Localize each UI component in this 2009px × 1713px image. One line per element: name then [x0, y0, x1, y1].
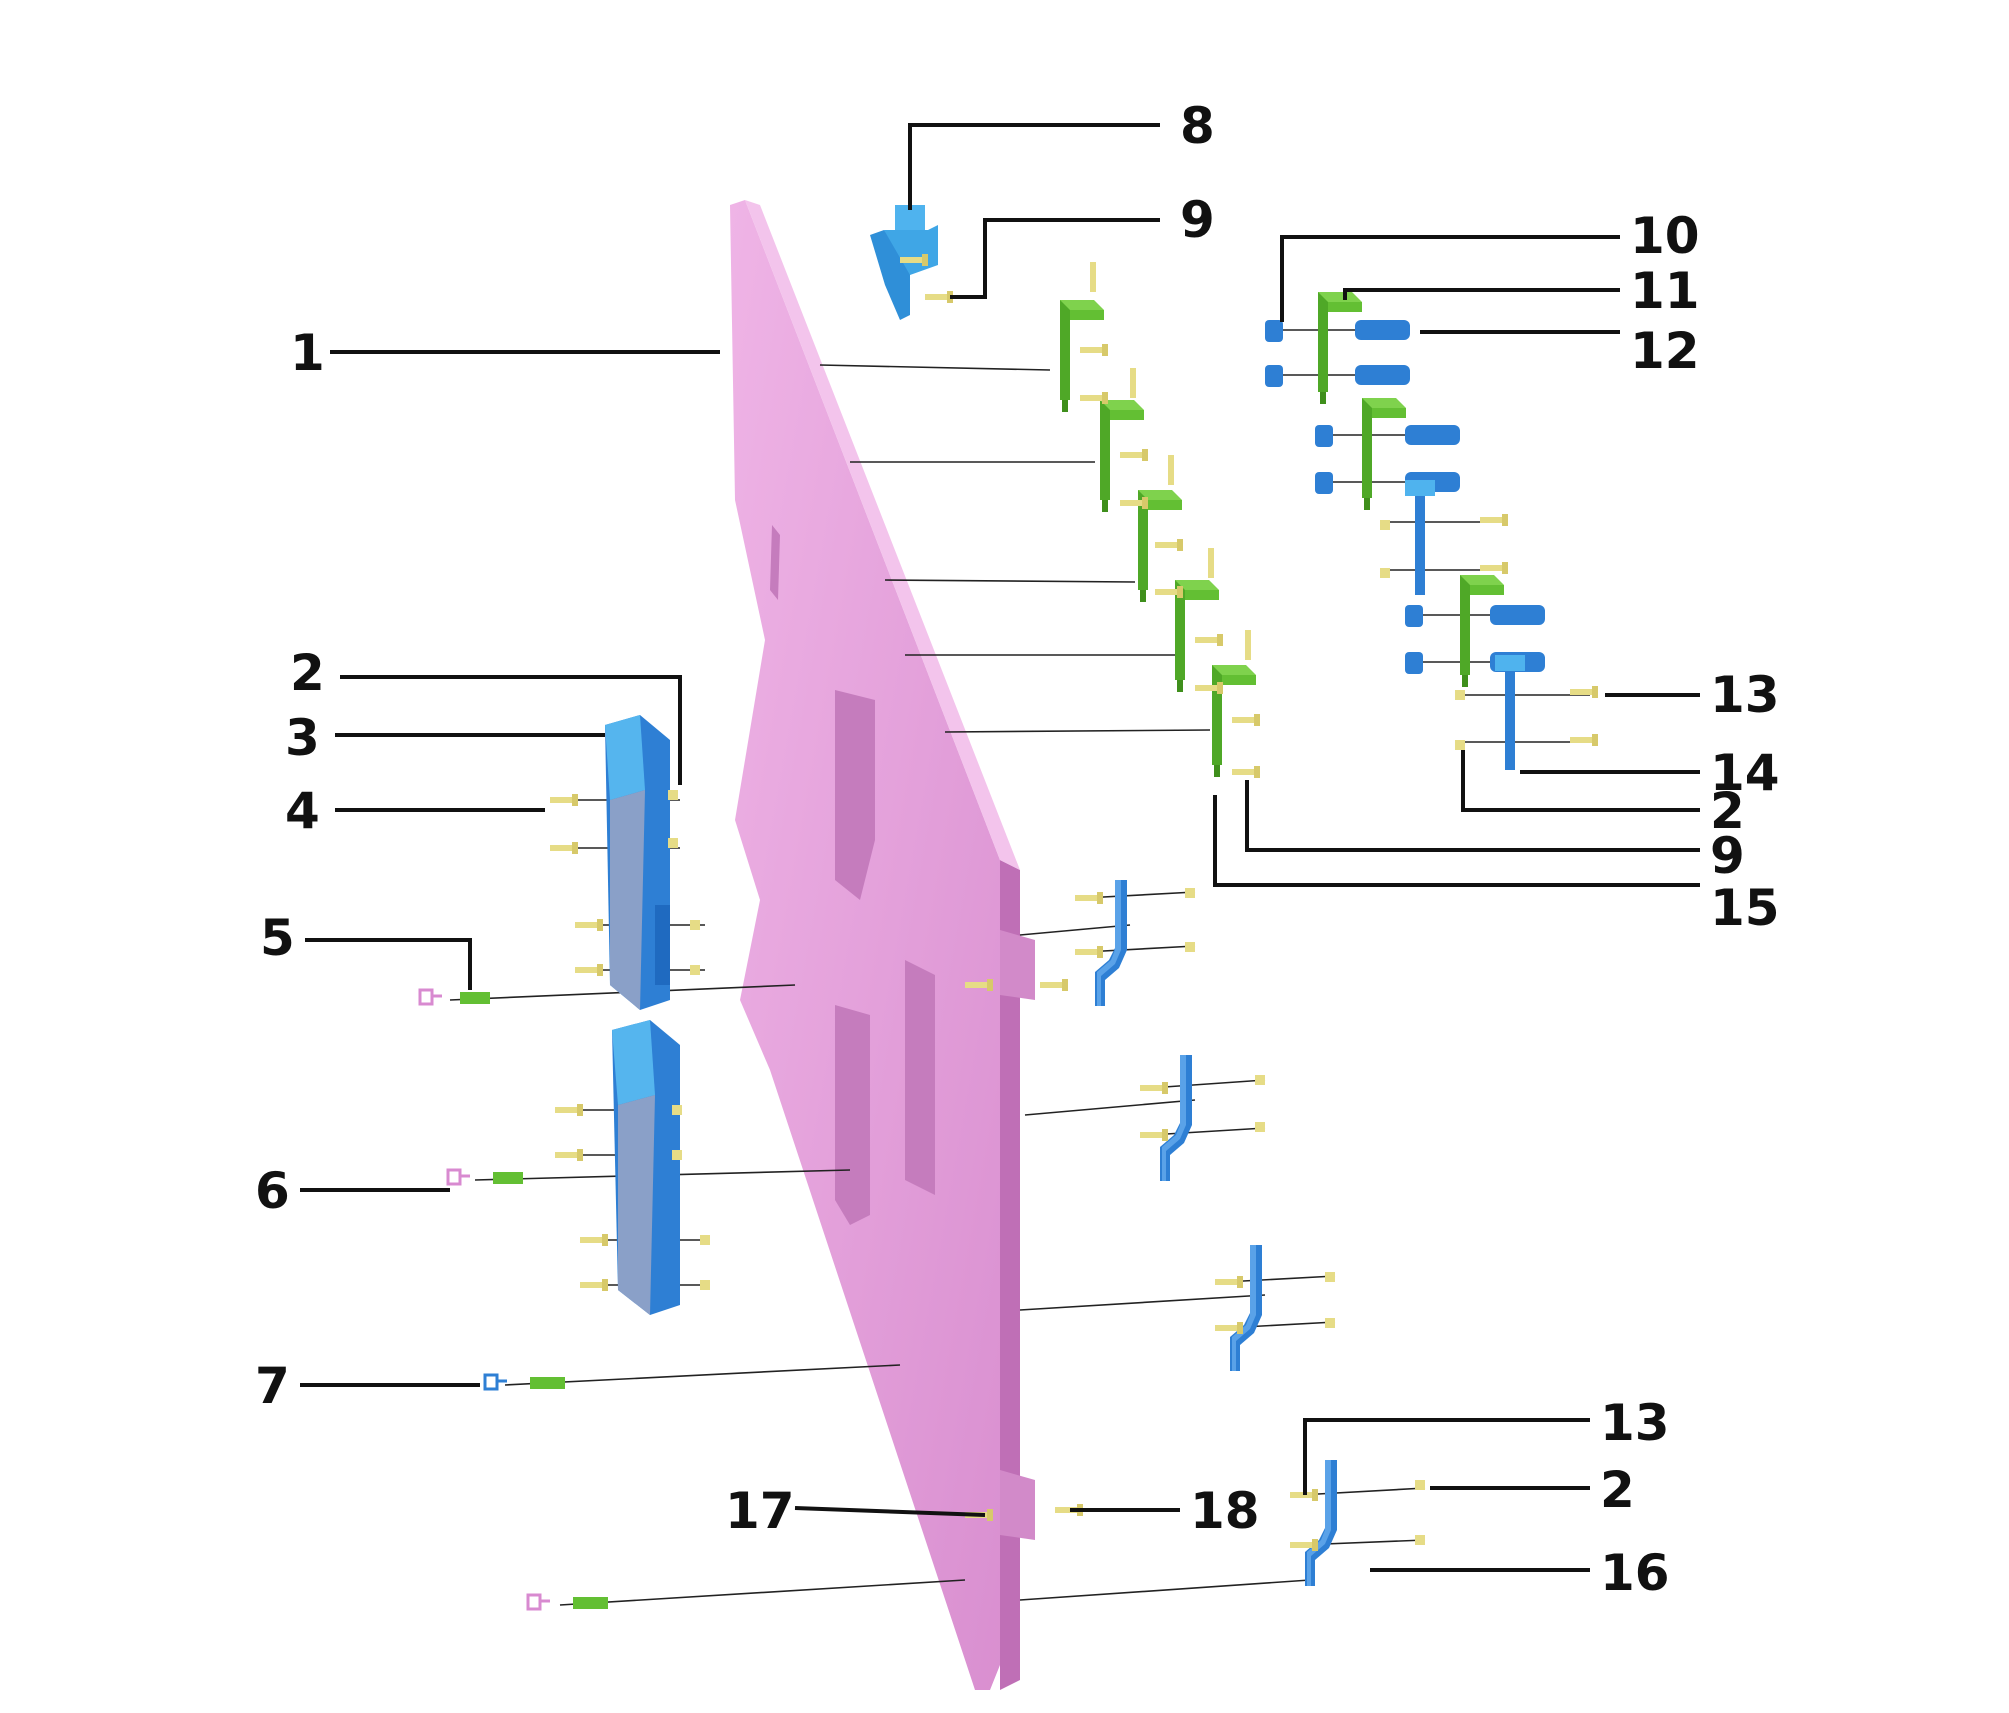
- clip-part-6: [446, 1168, 523, 1186]
- callout-3: 3: [285, 709, 320, 767]
- callout-2-bottom: 2: [1600, 1461, 1635, 1519]
- callout-9-right: 9: [1710, 827, 1745, 885]
- screw-part-9-top: [925, 291, 953, 303]
- green-brackets-column: [1060, 262, 1260, 778]
- clip-bottom: [526, 1593, 608, 1611]
- callout-13-right: 13: [1710, 666, 1780, 724]
- blue-z-brackets: [1075, 880, 1425, 1586]
- callout-16: 16: [1600, 1544, 1670, 1602]
- callout-10: 10: [1630, 207, 1700, 265]
- callout-11: 11: [1630, 262, 1700, 320]
- callout-13-bottom: 13: [1600, 1394, 1670, 1452]
- blue-block-lower: [612, 1020, 680, 1315]
- leader-lines: [300, 123, 1700, 1572]
- callout-12: 12: [1630, 322, 1700, 380]
- clip-part-5: [418, 988, 490, 1006]
- callout-17: 17: [725, 1482, 795, 1540]
- callout-2-left: 2: [290, 644, 325, 702]
- blue-block-upper: [605, 715, 670, 1010]
- bracket-part-8: [870, 205, 938, 320]
- callout-5: 5: [260, 909, 295, 967]
- clip-part-7: [483, 1373, 565, 1391]
- callout-7: 7: [255, 1357, 290, 1415]
- left-screws: [550, 790, 710, 1291]
- callout-15: 15: [1710, 879, 1780, 937]
- right-upper-assembly: [1265, 292, 1598, 770]
- main-panel: [730, 200, 1035, 1690]
- callout-1: 1: [290, 324, 325, 382]
- callout-2-right: 2: [1710, 782, 1745, 840]
- callout-6: 6: [255, 1162, 290, 1220]
- callout-18: 18: [1190, 1482, 1260, 1540]
- callout-14: 14: [1710, 744, 1780, 802]
- callout-9-top: 9: [1180, 191, 1215, 249]
- callout-labels: 1 2 3 4 5 6 7 8 9 10 11 12 13 14 2 9 15 …: [255, 97, 1780, 1602]
- callout-4: 4: [285, 782, 320, 840]
- callout-8: 8: [1180, 97, 1215, 155]
